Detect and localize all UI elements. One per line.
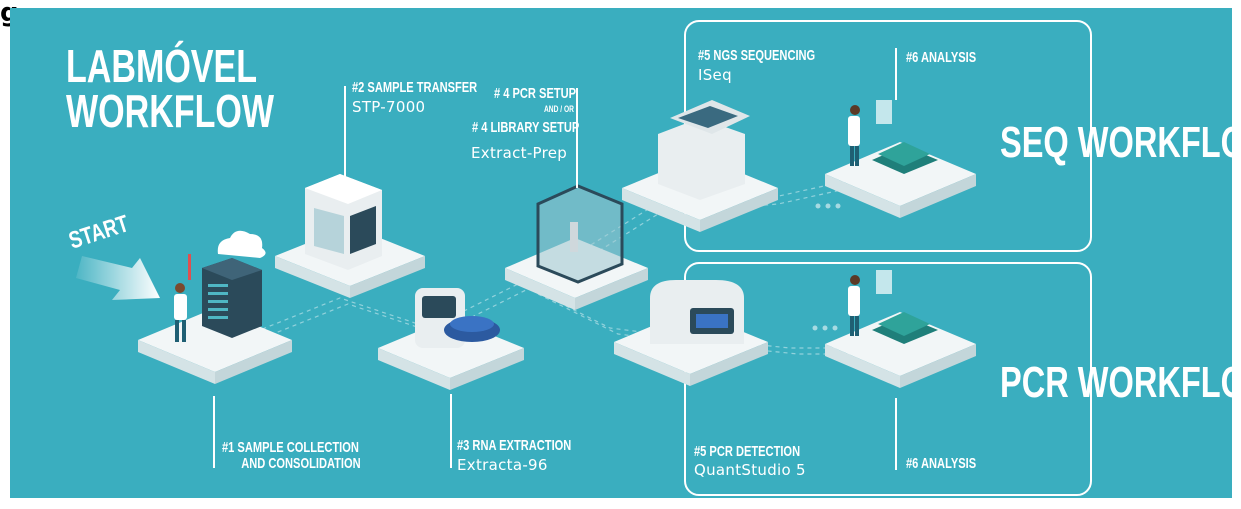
platform-pcr-analysis xyxy=(825,270,976,388)
step4-device: Extract-Prep xyxy=(471,144,568,162)
leader-line-pcr-analysis xyxy=(895,398,897,470)
diagram-title: LABMÓVEL WORKFLOW xyxy=(66,40,274,138)
diagram-artwork xyxy=(76,20,1092,496)
step4-pcr-setup: # 4 PCR SETUP xyxy=(494,85,577,102)
step5-ngs-title: #5 NGS SEQUENCING xyxy=(698,47,816,64)
title-line-1: LABMÓVEL xyxy=(66,40,258,92)
leader-line-step3 xyxy=(450,394,452,468)
step5-pcr-device: QuantStudio 5 xyxy=(694,461,806,479)
leader-line-step2 xyxy=(344,86,346,180)
step5-ngs-device: ISeq xyxy=(698,66,732,84)
leader-line-seq-analysis xyxy=(895,48,897,100)
step2-title: #2 SAMPLE TRANSFER xyxy=(352,79,478,96)
seq-workflow-label: SEQ WORKFLOW xyxy=(1000,118,1232,167)
pcr-workflow-label: PCR WORKFLOW xyxy=(1000,358,1232,407)
step1-line2: AND CONSOLIDATION xyxy=(241,454,361,472)
step4-and-or: AND / OR xyxy=(544,104,574,114)
step5-pcr-title: #5 PCR DETECTION xyxy=(694,443,801,460)
step6-seq-title: #6 ANALYSIS xyxy=(906,49,977,66)
platform-seq-analysis xyxy=(825,100,976,218)
step2-device: STP-7000 xyxy=(352,98,426,116)
workflow-diagram: LABMÓVEL WORKFLOW START #1 SAMPLE COLLEC… xyxy=(10,8,1232,498)
leader-line-step4 xyxy=(576,88,578,188)
platform-sample-transfer xyxy=(275,174,425,298)
step6-pcr-title: #6 ANALYSIS xyxy=(906,455,977,472)
step1-line1: #1 SAMPLE COLLECTION xyxy=(222,439,359,456)
leader-line-step1 xyxy=(213,396,215,468)
platform-pcr-detection xyxy=(614,280,768,386)
leader-line-pcr-detection xyxy=(684,392,686,468)
platform-sample-collection xyxy=(138,230,292,384)
start-arrow xyxy=(76,256,160,300)
title-line-2: WORKFLOW xyxy=(66,85,274,138)
platform-rna-extraction xyxy=(378,288,524,390)
leader-line-ngs xyxy=(684,48,686,108)
step4-library-setup: # 4 LIBRARY SETUP xyxy=(472,119,580,136)
platform-ngs-sequencing xyxy=(622,100,778,232)
platform-pcr-setup xyxy=(505,184,648,310)
step3-device: Extracta-96 xyxy=(457,456,548,474)
connector-dots xyxy=(812,203,841,331)
step3-title: #3 RNA EXTRACTION xyxy=(457,437,572,454)
step1-label: #1 SAMPLE COLLECTION AND CONSOLIDATION xyxy=(222,440,361,472)
